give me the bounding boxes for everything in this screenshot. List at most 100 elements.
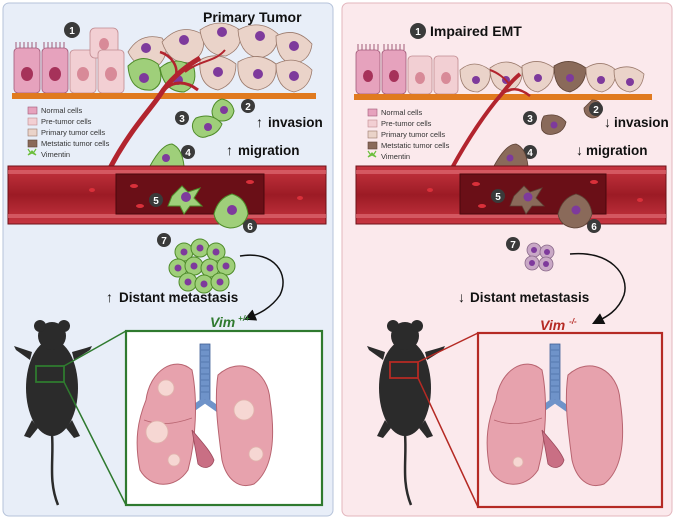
svg-text:1: 1 [415,27,421,38]
step-2-badge: 2 [241,99,255,113]
right-step-3-badge: 3 [523,111,537,125]
left-panel: Primary Tumor 1 [2,2,334,517]
metastasis-arrow [239,254,284,321]
primary-tumor-cell [161,29,205,63]
legend-swatch-metastatic [367,141,378,150]
svg-text:3: 3 [179,114,185,125]
nucleus [21,67,33,81]
metastatic-nodule [145,420,169,444]
trachea [549,343,561,401]
legend-label: Vimentin [41,150,70,159]
nucleus [363,70,373,82]
right-lung [136,363,196,485]
nucleus [571,205,581,215]
nucleus [77,67,89,81]
primary-tumor-cell [199,22,242,57]
heart-lobe [191,429,215,468]
right-step-1-badge: 1 [410,23,426,39]
migration-label: migration [238,143,300,158]
genotype-label: Vim+/+ [210,314,250,330]
legend-label: Primary tumor cells [381,130,445,139]
capillary-branch [499,88,531,97]
lungs-vim-negative [486,343,624,486]
legend-swatch-primary [27,128,38,137]
svg-text:5: 5 [153,196,159,207]
svg-text:4: 4 [527,148,533,159]
right-step-2-badge: 2 [589,102,603,116]
cilia [357,44,405,50]
right-invasion-label: invasion [614,115,669,130]
metastatic-nodule [248,446,264,462]
trachea-rings [551,349,559,393]
step-6-badge: 6 [243,219,257,233]
vimentin-icon [367,150,377,158]
red-blood-cell [297,196,303,200]
legend: Normal cells Pre-tumor cells Primary tum… [27,106,110,159]
capillary-branch [158,81,199,96]
legend-label: Pre-tumor cells [41,117,92,126]
legend-swatch-normal [367,108,378,117]
metastasis-arrow-symbol: ↑ [106,289,113,305]
metastatic-nodule [233,399,255,421]
right-step-7-badge: 7 [506,237,520,251]
legend-swatch-metastatic [27,139,38,148]
right-genotype-label: Vim-/- [540,317,577,333]
capillary [107,55,202,170]
right-step-6-badge: 6 [587,219,601,233]
step-3-badge: 3 [175,111,189,125]
capillary [450,72,522,169]
metastatic-nodule [512,456,524,468]
invasion-label: invasion [268,115,323,130]
right-legend: Normal cells Pre-tumor cells Primary tum… [367,108,450,161]
trachea-rings [201,349,209,393]
distant-metastasis-label: Distant metastasis [119,290,238,305]
trachea [199,343,211,401]
legend-label: Metstatic tumor cells [41,139,110,148]
heart-lobe [541,429,565,468]
right-blood-vessel: 5 [355,165,667,229]
right-lung [486,363,546,485]
capillary-branch [489,69,511,87]
svg-text:4: 4 [185,148,191,159]
left-panel-title: Primary Tumor [203,9,302,25]
svg-text:3: 3 [527,114,533,125]
svg-text:7: 7 [161,236,167,247]
right-step-5-badge: 5 [491,189,505,203]
legend-label: Metstatic tumor cells [381,141,450,150]
svg-text:6: 6 [247,222,253,233]
right-migration-label: migration [586,143,648,158]
zoom-lines [63,330,127,506]
legend-swatch-pre-tumor [367,119,378,128]
legend-label: Primary tumor cells [41,128,105,137]
right-metastasis-arrow-symbol: ↓ [458,289,465,305]
nucleus [415,72,425,84]
legend-label: Pre-tumor cells [381,119,432,128]
nucleus [105,67,117,81]
red-blood-cell [590,180,598,184]
nucleus [227,205,237,215]
svg-text:1: 1 [69,26,75,37]
red-blood-cell [130,184,138,188]
capillary-branch [159,50,178,79]
svg-text:2: 2 [593,105,599,116]
tumor-nuclei [139,27,299,85]
capillary-branch [184,49,226,73]
nucleus [506,154,514,162]
vessel-highlight [356,170,666,174]
step-5-badge: 5 [149,193,163,207]
epithelium [12,22,316,99]
nucleus [441,72,451,84]
metastatic-nodule [167,453,181,467]
right-panel-title: Impaired EMT [430,23,522,39]
cilia [15,42,65,48]
step-4-badge: 4 [181,145,195,159]
nucleus [220,106,228,114]
legend-label: Normal cells [381,108,423,117]
svg-text:6: 6 [591,222,597,233]
nucleus [523,192,533,202]
red-blood-cell [89,188,95,192]
metastatic-cluster [168,238,236,294]
right-migration-arrow: ↓ [576,142,583,158]
red-blood-cell [136,204,144,208]
